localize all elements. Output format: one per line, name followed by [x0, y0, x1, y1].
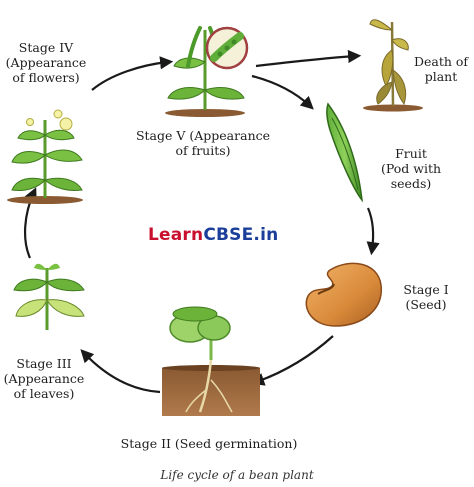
stage3-plant-illustration — [13, 263, 85, 330]
seed-illustration — [305, 262, 382, 327]
stage2-label-line1: Stage II (Seed germination) — [120, 436, 298, 451]
stage2-label: Stage II (Seed germination) — [104, 436, 314, 451]
stage1-label-line2: (Seed) — [405, 297, 447, 312]
stage3-label: Stage III (Appearance of leaves) — [2, 356, 86, 401]
arrow-stage5-to-fruit — [251, 74, 314, 110]
death-label: Death of plant — [412, 54, 470, 84]
germination-illustration — [162, 306, 260, 416]
death-label-line1: Death of — [413, 54, 469, 69]
stage4-label-line3: of flowers) — [12, 70, 80, 85]
stage5-label: Stage V (Appearance of fruits) — [128, 128, 278, 158]
arrow-stage5-to-death — [255, 49, 362, 68]
arrow-stage4-to-stage5 — [91, 56, 174, 91]
stage4-label: Stage IV (Appearance of flowers) — [5, 40, 87, 85]
stage3-label-line2: (Appearance — [3, 371, 85, 386]
stage5-label-line1: Stage V (Appearance — [135, 128, 271, 143]
cycle-arrows — [23, 49, 380, 394]
stage3-label-line1: Stage III — [16, 356, 72, 371]
pod-illustration — [326, 102, 364, 203]
arrow-fruit-to-stage1 — [366, 207, 380, 256]
fruit-label-line2: (Pod with — [380, 161, 442, 176]
arrow-stage1-to-stage2 — [251, 335, 334, 386]
watermark-logo: LearnCBSE.in — [148, 225, 278, 245]
stage3-label-line3: of leaves) — [13, 386, 75, 401]
stage4-plant-illustration — [7, 109, 83, 204]
stage4-label-line1: Stage IV — [18, 40, 74, 55]
dead-plant-illustration — [363, 19, 423, 112]
fruit-label-line1: Fruit — [395, 146, 427, 161]
stage5-plant-illustration — [165, 26, 249, 117]
watermark-part2: CBSE.in — [203, 225, 279, 245]
stage4-label-line2: (Appearance — [5, 55, 87, 70]
figure-caption: Life cycle of a bean plant — [160, 468, 314, 482]
stage5-label-line2: of fruits) — [175, 143, 231, 158]
stage1-label: Stage I (Seed) — [396, 282, 456, 312]
fruit-label-line3: seeds) — [390, 176, 432, 191]
death-label-line2: plant — [424, 69, 458, 84]
arrow-stage2-to-stage3 — [80, 349, 161, 394]
fruit-label: Fruit (Pod with seeds) — [372, 146, 450, 191]
stage1-label-line1: Stage I — [403, 282, 449, 297]
watermark-part1: Learn — [148, 225, 204, 245]
